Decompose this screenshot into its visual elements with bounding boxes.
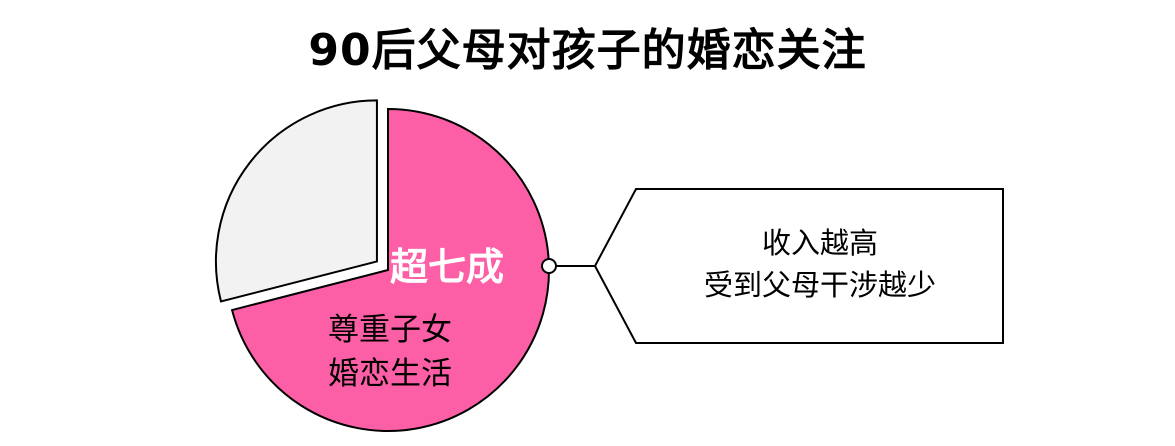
callout-line: 收入越高 [761,226,878,260]
slice-percentage-label: 超七成 [390,245,505,289]
chart-title: 90后父母对孩子的婚恋关注 [308,25,867,76]
callout-line: 受到父母干涉越少 [703,268,936,302]
callout-text: 收入越高 受到父母干涉越少 [635,222,1005,306]
callout-anchor-dot [541,258,557,274]
pie-slice [214,99,378,303]
slice-description-line: 尊重子女 [328,312,452,348]
slice-description-line: 婚恋生活 [328,356,452,392]
pie-slice [230,107,550,432]
slice-description: 尊重子女 婚恋生活 [300,308,480,396]
callout-box [593,188,1004,344]
